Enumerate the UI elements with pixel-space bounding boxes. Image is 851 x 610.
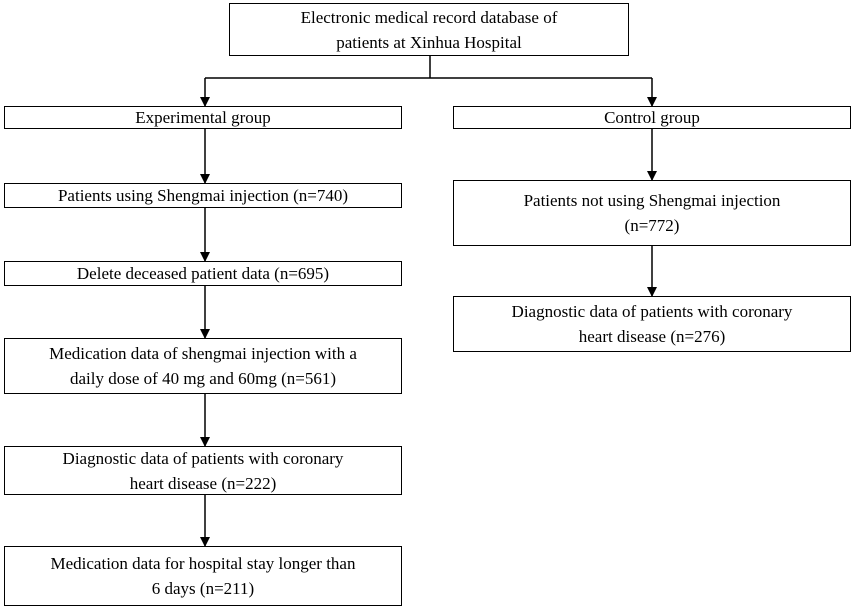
experimental-step5-box: Medication data for hospital stay longer… [4,546,402,606]
experimental-step3-line2: daily dose of 40 mg and 60mg (n=561) [70,369,336,388]
experimental-step5-line1: Medication data for hospital stay longer… [50,554,356,573]
control-step1-line2: (n=772) [624,216,680,235]
control-header-box: Control group [453,106,851,129]
experimental-header-box: Experimental group [4,106,402,129]
experimental-step1-box: Patients using Shengmai injection (n=740… [4,183,402,208]
experimental-step5-line2: 6 days (n=211) [151,579,255,598]
control-header: Control group [604,108,700,127]
experimental-step3-line1: Medication data of shengmai injection wi… [49,344,357,363]
root-line2: patients at Xinhua Hospital [336,32,522,52]
root-box: Electronic medical record database of pa… [229,3,629,56]
control-step1-line1: Patients not using Shengmai injection [523,191,781,210]
experimental-step2: Delete deceased patient data (n=695) [76,264,330,283]
experimental-step1: Patients using Shengmai injection (n=740… [57,186,349,205]
control-step2-box: Diagnostic data of patients with coronar… [453,296,851,352]
experimental-step2-box: Delete deceased patient data (n=695) [4,261,402,286]
experimental-step3-box: Medication data of shengmai injection wi… [4,338,402,394]
control-step2-line1: Diagnostic data of patients with coronar… [511,302,793,321]
root-line1: Electronic medical record database of [300,7,558,27]
control-step1-box: Patients not using Shengmai injection (n… [453,180,851,246]
control-step2-line2: heart disease (n=276) [578,327,726,346]
experimental-step4-box: Diagnostic data of patients with coronar… [4,446,402,495]
experimental-header: Experimental group [135,108,271,127]
experimental-step4-line1: Diagnostic data of patients with coronar… [62,448,344,468]
experimental-step4-line2: heart disease (n=222) [129,473,277,493]
